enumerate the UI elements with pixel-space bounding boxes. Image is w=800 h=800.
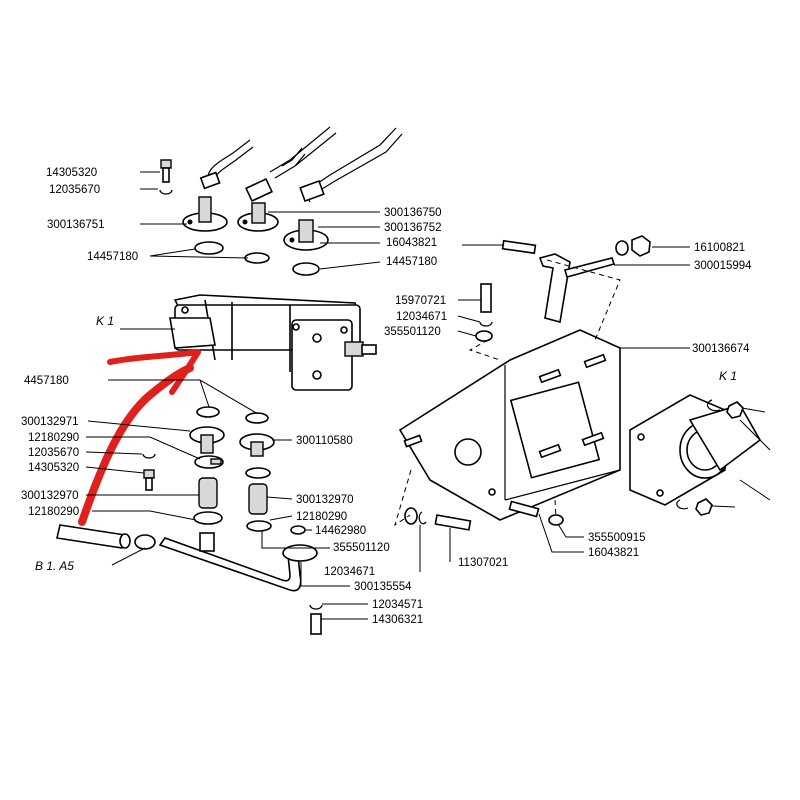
label-355500915: 355500915	[588, 532, 646, 544]
label-16100821: 16100821	[694, 242, 745, 254]
label-12035670: 12035670	[49, 184, 100, 196]
mounting-bracket	[398, 235, 766, 531]
label-11307021: 11307021	[458, 557, 508, 569]
label-16043821: 16043821	[386, 237, 437, 249]
label-300132971: 300132971	[21, 416, 79, 428]
label-12034671: 12034671	[324, 566, 375, 578]
label-k1-right: K 1	[719, 369, 737, 383]
label-14457180: 14457180	[87, 251, 138, 263]
label-355501120: 355501120	[384, 326, 441, 338]
label-300132970: 300132970	[21, 490, 79, 502]
label-12035670: 12035670	[28, 447, 79, 459]
label-300132970: 300132970	[296, 494, 354, 506]
label-14305320: 14305320	[46, 167, 97, 179]
part-labels: 14305320 12035670 300136751 14457180 300…	[21, 167, 752, 626]
label-300136750: 300136750	[384, 207, 442, 219]
hydraulic-pump	[169, 294, 377, 391]
hydraulic-hoses	[199, 126, 403, 203]
label-b1-a5: B 1. A5	[35, 559, 74, 573]
label-14457180: 14457180	[386, 256, 437, 268]
highlight-arrow	[78, 349, 201, 526]
label-16043821: 16043821	[588, 547, 639, 559]
label-12034671: 12034671	[396, 311, 447, 323]
label-12180290: 12180290	[28, 432, 79, 444]
label-14462980: 14462980	[315, 525, 366, 537]
label-12180290: 12180290	[28, 506, 79, 518]
lower-fittings	[56, 406, 323, 635]
label-14305320: 14305320	[28, 462, 79, 474]
label-4457180: 4457180	[24, 375, 69, 387]
leader-lines	[85, 171, 690, 620]
label-300136752: 300136752	[384, 222, 442, 234]
label-300110580: 300110580	[296, 435, 353, 447]
label-15970721: 15970721	[395, 295, 446, 307]
label-300015994: 300015994	[694, 260, 752, 272]
label-355501120: 355501120	[333, 542, 390, 554]
label-300136751: 300136751	[47, 219, 105, 231]
label-300135554: 300135554	[354, 581, 412, 593]
top-fittings	[159, 159, 329, 276]
label-14306321: 14306321	[372, 614, 423, 626]
label-k1-left: K 1	[96, 314, 114, 328]
label-12034571: 12034571	[372, 599, 423, 611]
alignment-lines	[394, 259, 771, 527]
label-300136674: 300136674	[692, 343, 750, 355]
label-12180290: 12180290	[296, 511, 347, 523]
